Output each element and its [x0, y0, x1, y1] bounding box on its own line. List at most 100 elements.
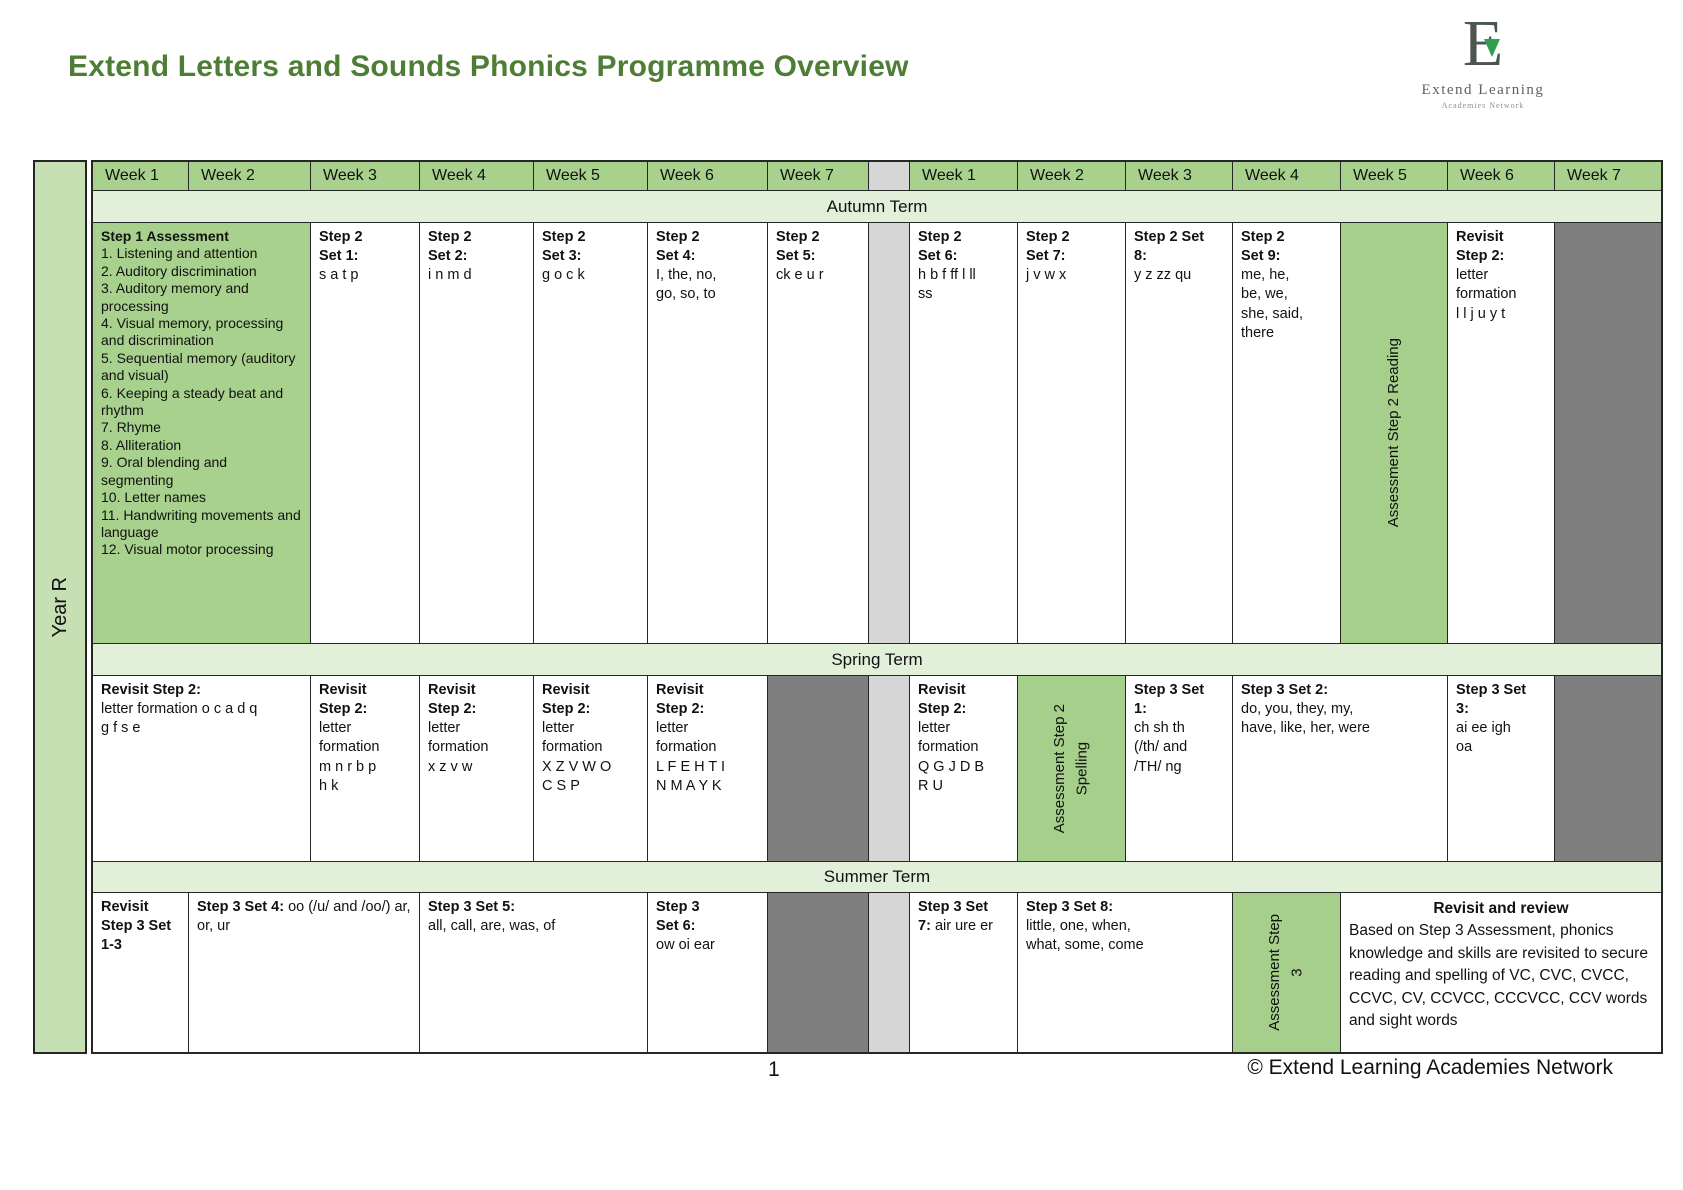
cell-body: g o c k — [542, 267, 585, 284]
cell-body: letter formation l l j u y t — [1456, 267, 1517, 322]
cell-body: i n m d — [428, 267, 472, 284]
summer-set8-cell: Step 3 Set 8: little, one, when, what, s… — [1018, 893, 1232, 1052]
autumn-revisit-cell: Revisit Step 2: letter formation l l j u… — [1448, 223, 1554, 643]
year-label: Year R — [48, 576, 71, 638]
cell-title: Step 3 Set 8: — [1026, 899, 1114, 915]
week-grid: Week 1 Week 2 Week 3 Week 4 Week 5 Week … — [91, 160, 1663, 1054]
spring-blocked-cell-left — [768, 676, 868, 861]
cell-body: air ure er — [934, 918, 993, 935]
year-group-strip: Year R — [33, 160, 87, 1054]
week-header-left-4: Week 4 — [420, 162, 533, 190]
autumn-set1-cell: Step 2 Set 1: s a t p — [311, 223, 419, 643]
week-header-left-5: Week 5 — [534, 162, 647, 190]
cell-title: Revisit Step 3 Set 1-3 — [101, 899, 172, 954]
spring-revisit4-cell: Revisit Step 2: letter formation X Z V W… — [534, 676, 647, 861]
logo-letter-mark: E — [1398, 11, 1568, 78]
cell-body: do, you, they, my, have, like, her, were — [1241, 701, 1370, 737]
cell-body: letter formation X Z V W O C S P — [542, 720, 612, 794]
cell-body: all, call, are, was, of — [428, 918, 556, 935]
autumn-set7-cell: Step 2 Set 7: j v w x — [1018, 223, 1125, 643]
cell-body: 1. Listening and attention 2. Auditory d… — [101, 245, 301, 558]
copyright-notice: © Extend Learning Academies Network — [1247, 1056, 1613, 1079]
autumn-set3-cell: Step 2 Set 3: g o c k — [534, 223, 647, 643]
cell-body: letter formation Q G J D B R U — [918, 720, 985, 794]
cell-body: j v w x — [1026, 267, 1067, 284]
page-title: Extend Letters and Sounds Phonics Progra… — [68, 50, 909, 83]
week-header-right-3: Week 3 — [1126, 162, 1232, 190]
logo-subtitle: Academies Network — [1441, 101, 1525, 110]
summer-set6-cell: Step 3 Set 6: ow oi ear — [648, 893, 767, 1052]
autumn-set6-cell: Step 2 Set 6: h b f ff l ll ss — [910, 223, 1017, 643]
cell-body: y z zz qu — [1134, 267, 1192, 284]
half-term-gap-autumn — [869, 223, 909, 643]
spring-revisit3-cell: Revisit Step 2: letter formation x z v w — [420, 676, 533, 861]
rotated-label: Assessment Step 2 Spelling — [1051, 703, 1091, 834]
spring-revisit5-cell: Revisit Step 2: letter formation L F E H… — [648, 676, 767, 861]
rotated-label: Assessment Step 2 Reading — [1384, 338, 1402, 528]
autumn-step1-assessment-cell: Step 1 Assessment 1. Listening and atten… — [93, 223, 310, 643]
cell-body: ch sh th (/th/ and /TH/ ng — [1134, 720, 1188, 775]
summer-set4-cell: Step 3 Set 4: oo (/u/ and /oo/) ar, or, … — [189, 893, 419, 1052]
cell-title: Step 3 Set 1: — [1134, 682, 1205, 718]
spring-revisit6-cell: Revisit Step 2: letter formation Q G J D… — [910, 676, 1017, 861]
spring-term-band: Spring Term — [93, 644, 1661, 675]
cell-title: Step 2 Set 3: — [542, 229, 586, 265]
cell-title: Step 2 Set 2: — [428, 229, 472, 265]
summer-term-band: Summer Term — [93, 862, 1661, 892]
cell-title: Step 2 Set 5: — [776, 229, 820, 265]
cell-body: h b f ff l ll ss — [918, 267, 976, 303]
cell-body: me, he, be, we, she, said, there — [1241, 267, 1304, 341]
logo-name: Extend Learning — [1421, 82, 1545, 98]
cell-body: I, the, no, go, so, to — [656, 267, 717, 303]
spring-blocked-cell-right — [1555, 676, 1661, 861]
cell-title: Step 1 Assessment — [101, 228, 229, 244]
autumn-term-band: Autumn Term — [93, 191, 1661, 222]
autumn-set2-cell: Step 2 Set 2: i n m d — [420, 223, 533, 643]
week-header-left-6: Week 6 — [648, 162, 767, 190]
spring-revisit1-cell: Revisit Step 2: letter formation o c a d… — [93, 676, 310, 861]
week-header-right-1: Week 1 — [910, 162, 1017, 190]
cell-body: ai ee igh oa — [1456, 720, 1511, 756]
week-header-right-6: Week 6 — [1448, 162, 1554, 190]
spring-set3-cell: Step 3 Set 3: ai ee igh oa — [1448, 676, 1554, 861]
phonics-programme-table: Year R Week 1 Week 2 Week 3 Week 4 Week … — [33, 160, 1663, 1054]
cell-title: Revisit Step 2: — [101, 682, 201, 698]
cell-title: Revisit Step 2: — [542, 682, 591, 718]
autumn-set8-cell: Step 2 Set 8: y z zz qu — [1126, 223, 1232, 643]
cell-title: Step 3 Set 4: — [197, 899, 285, 915]
summer-set7-cell: Step 3 Set 7: air ure er — [910, 893, 1017, 1052]
cell-body: oo (/u/ and /oo/) ar, or, ur — [197, 899, 411, 935]
cell-body: s a t p — [319, 267, 359, 284]
cell-body: Based on Step 3 Assessment, phonics know… — [1349, 922, 1648, 1030]
cell-title: Step 3 Set 6: — [656, 899, 700, 935]
cell-title: Revisit Step 2: — [656, 682, 705, 718]
autumn-assessment-reading-cell: Assessment Step 2 Reading — [1341, 223, 1447, 643]
week-header-left-1: Week 1 — [93, 162, 188, 190]
cell-title: Step 2 Set 8: — [1134, 229, 1205, 265]
autumn-set5-cell: Step 2 Set 5: ck e u r — [768, 223, 868, 643]
cell-body: ow oi ear — [656, 937, 715, 954]
half-term-gap-header — [869, 162, 909, 190]
cell-title: Revisit Step 2: — [1456, 229, 1505, 265]
autumn-blocked-cell — [1555, 223, 1661, 643]
week-header-right-4: Week 4 — [1233, 162, 1340, 190]
cell-body: letter formation L F E H T I N M A Y K — [656, 720, 726, 794]
autumn-set9-cell: Step 2 Set 9: me, he, be, we, she, said,… — [1233, 223, 1340, 643]
summer-revisit-review-cell: Revisit and review Based on Step 3 Asses… — [1341, 893, 1661, 1052]
extend-learning-logo: E Extend Learning Academies Network — [1398, 11, 1568, 111]
cell-title: Step 3 Set 3: — [1456, 682, 1527, 718]
week-header-right-2: Week 2 — [1018, 162, 1125, 190]
cell-title: Revisit Step 2: — [918, 682, 967, 718]
cell-title: Step 3 Set 7: — [918, 899, 989, 935]
spring-assessment-spelling-cell: Assessment Step 2 Spelling — [1018, 676, 1125, 861]
half-term-gap-summer — [869, 893, 909, 1052]
spring-revisit2-cell: Revisit Step 2: letter formation m n r b… — [311, 676, 419, 861]
week-header-left-2: Week 2 — [189, 162, 310, 190]
cell-title: Revisit and review — [1433, 900, 1569, 917]
cell-body: letter formation x z v w — [428, 720, 489, 775]
cell-body: letter formation m n r b p h k — [319, 720, 380, 794]
rotated-label: Assessment Step 3 — [1266, 914, 1306, 1031]
week-header-left-7: Week 7 — [768, 162, 868, 190]
cell-title: Step 2 Set 4: — [656, 229, 700, 265]
cell-title: Step 2 Set 6: — [918, 229, 962, 265]
